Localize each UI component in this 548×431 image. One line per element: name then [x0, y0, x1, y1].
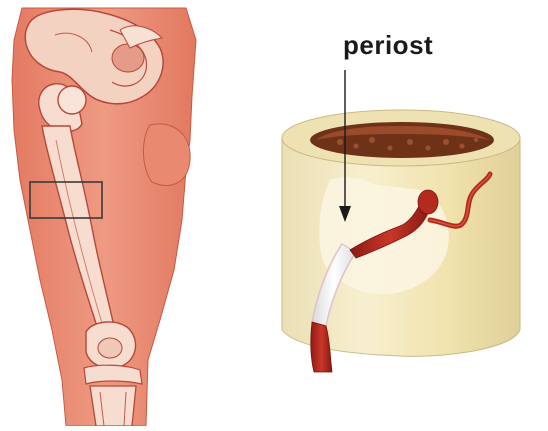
- leg-illustration: [12, 8, 196, 426]
- artery-entry-bulb: [418, 190, 438, 214]
- periost-label: periost: [343, 30, 433, 61]
- tibia: [90, 386, 136, 426]
- bone-section-illustration: [282, 70, 520, 372]
